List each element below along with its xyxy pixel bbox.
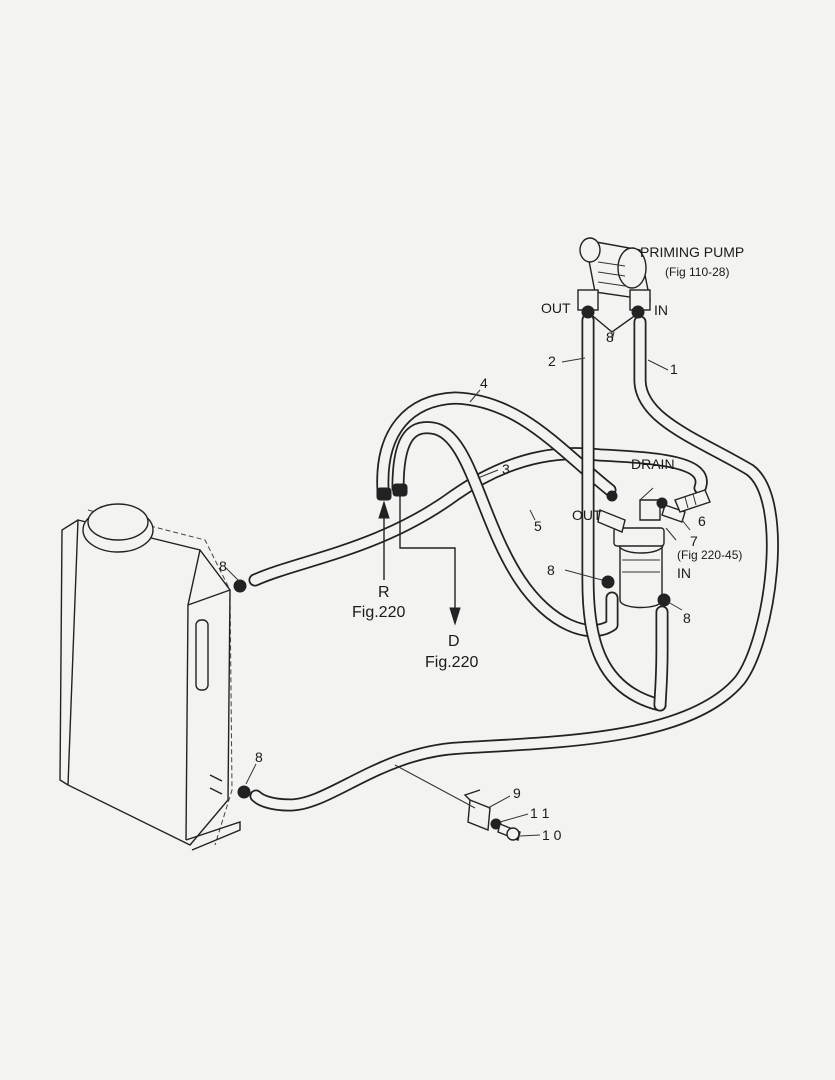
callout-2: 2 — [548, 353, 556, 369]
callout-8-filter-left: 8 — [547, 562, 555, 578]
callout-3: 3 — [502, 461, 510, 477]
flow-arrows — [378, 496, 461, 626]
hoses — [248, 313, 779, 812]
callout-8-pump: 8 — [606, 329, 614, 345]
return-ref: Fig.220 — [352, 604, 405, 621]
callout-8-filter-right: 8 — [683, 610, 691, 626]
callout-5: 5 — [534, 518, 542, 534]
bracket-assembly — [394, 764, 521, 841]
drain-label: DRAIN — [631, 456, 675, 472]
callout-4: 4 — [480, 375, 488, 391]
leader-lines — [225, 331, 691, 837]
filter-in-label: IN — [677, 565, 691, 581]
fuel-filter — [597, 490, 686, 609]
pump-out-label: OUT — [541, 300, 571, 316]
priming-pump-ref: (Fig 110-28) — [665, 265, 729, 279]
filter-ref-label: (Fig 220-45) — [677, 548, 742, 562]
priming-pump-label: PRIMING PUMP — [640, 244, 744, 260]
drain-ref: Fig.220 — [425, 654, 478, 671]
callout-8-tank-lower: 8 — [255, 749, 263, 765]
fitting-6 — [674, 489, 711, 513]
callout-6: 6 — [698, 513, 706, 529]
pump-in-label: IN — [654, 302, 668, 318]
return-letter: R — [378, 584, 390, 601]
filter-out-label: OUT — [572, 507, 602, 523]
callout-10: 1 0 — [542, 827, 562, 843]
callout-9: 9 — [513, 785, 521, 801]
drain-letter: D — [448, 633, 460, 650]
callout-8-tank-upper: 8 — [219, 558, 227, 574]
fuel-tank — [59, 503, 241, 851]
priming-pump — [577, 237, 651, 333]
callout-7: 7 — [690, 533, 698, 549]
hose-clamps — [233, 305, 671, 799]
callout-1: 1 — [670, 361, 678, 377]
callout-11: 1 1 — [530, 805, 550, 821]
